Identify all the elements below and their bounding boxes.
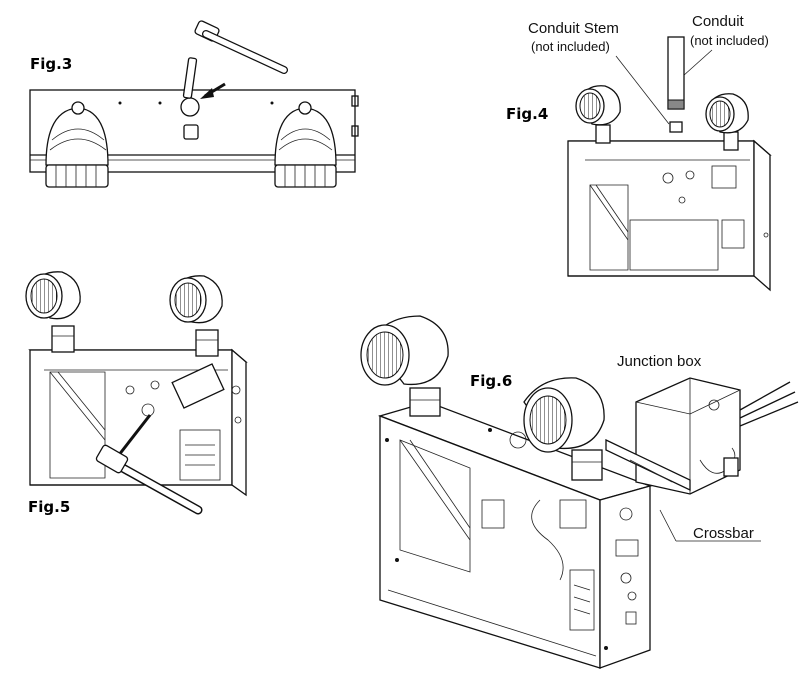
fig5-label: Fig.5 bbox=[28, 498, 70, 516]
conduit-stem-note: (not included) bbox=[531, 39, 610, 54]
crossbar-label: Crossbar bbox=[693, 525, 754, 542]
fig6-lamp-left bbox=[360, 315, 449, 417]
fig4-label: Fig.4 bbox=[506, 105, 548, 123]
fig4-conduit-stem bbox=[669, 121, 683, 133]
fig5-lamp-right bbox=[169, 275, 223, 357]
fig3-knockout bbox=[183, 124, 199, 140]
conduit-stem-label: Conduit Stem bbox=[528, 20, 619, 37]
fig5-screwdriver bbox=[95, 414, 203, 515]
fig4-lamp-left bbox=[575, 85, 621, 144]
conduit-note: (not included) bbox=[690, 33, 769, 48]
fig5-group: Fig.5 bbox=[25, 271, 248, 516]
fig3-hammer-punch bbox=[182, 20, 288, 99]
fig4-conduit bbox=[667, 36, 685, 110]
fig6-junction-box bbox=[635, 377, 799, 495]
conduit-label: Conduit bbox=[692, 13, 745, 30]
fig6-crossbar bbox=[605, 438, 691, 492]
fig6-group: Fig.6 Junction box Crossbar bbox=[360, 315, 799, 669]
fig3-lamp-right bbox=[274, 101, 337, 188]
fig6-lamp-right bbox=[523, 377, 605, 481]
fig4-lamp-right bbox=[705, 93, 749, 151]
fig4-housing bbox=[567, 140, 755, 277]
fig3-lamp-left bbox=[45, 101, 109, 188]
fig4-group: Fig.4 Conduit Stem (not included) Condui… bbox=[506, 13, 772, 292]
fig3-label: Fig.3 bbox=[30, 55, 72, 73]
fig3-group: Fig.3 bbox=[29, 20, 359, 188]
fig6-label: Fig.6 bbox=[470, 372, 512, 390]
junction-box-label: Junction box bbox=[617, 353, 702, 370]
fig5-lamp-left bbox=[25, 271, 81, 353]
